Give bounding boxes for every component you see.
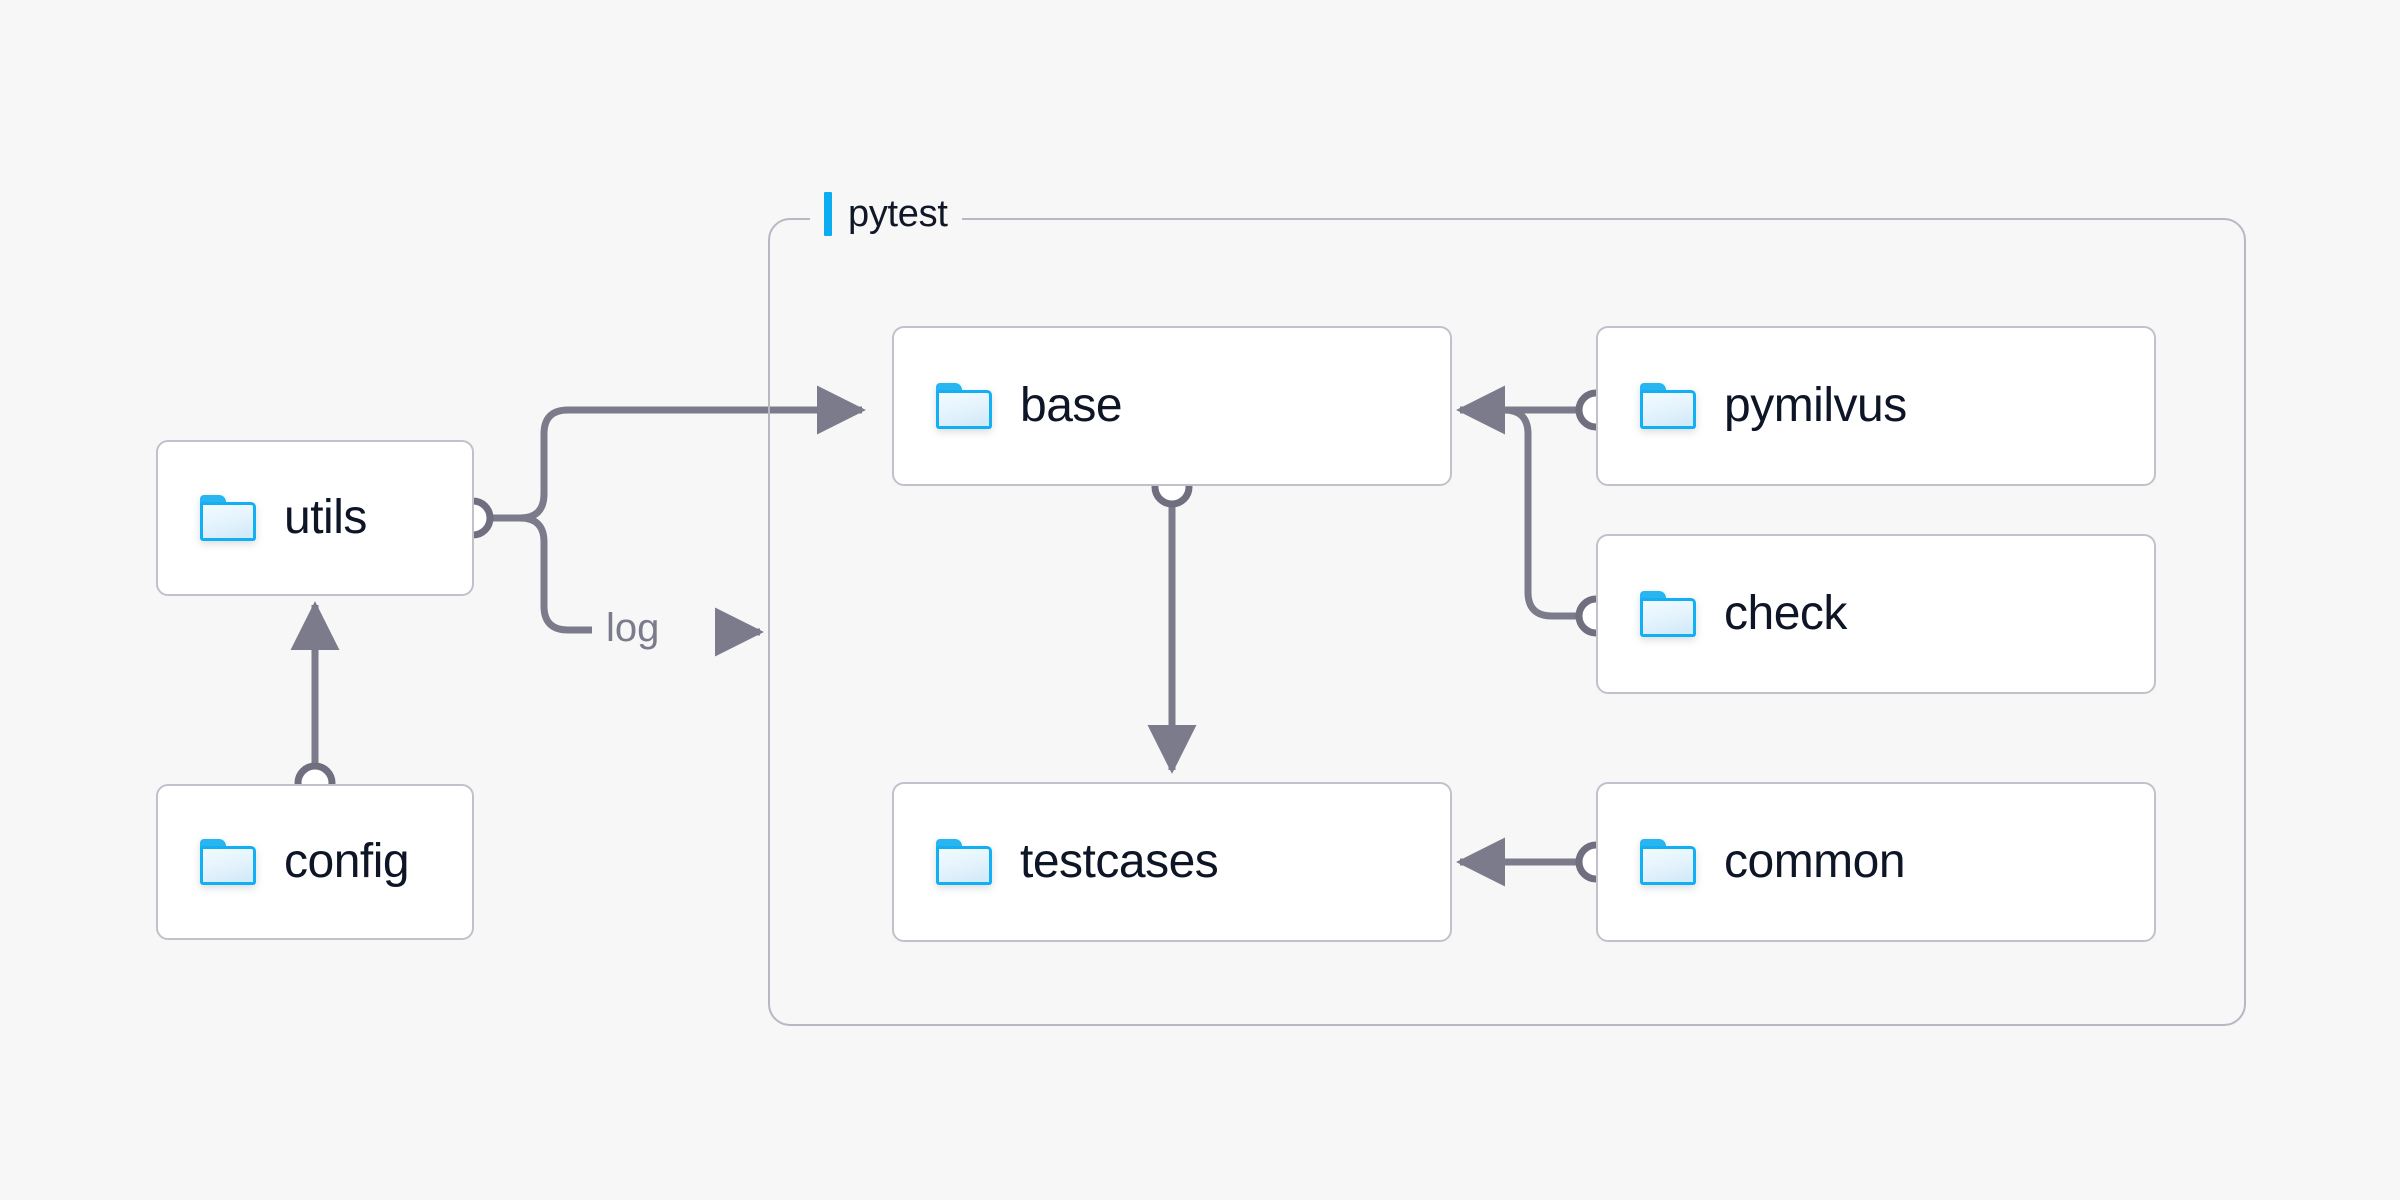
node-pymilvus[interactable]: pymilvus [1596, 326, 2156, 486]
folder-icon [200, 839, 256, 885]
node-common[interactable]: common [1596, 782, 2156, 942]
group-pytest-label: pytest [810, 188, 962, 240]
group-pytest [768, 218, 2246, 1026]
node-testcases-label: testcases [1020, 835, 1219, 888]
node-utils-label: utils [284, 491, 367, 544]
folder-icon [200, 495, 256, 541]
node-check[interactable]: check [1596, 534, 2156, 694]
node-base-label: base [1020, 379, 1123, 432]
edge-label-log: log [606, 606, 660, 650]
node-common-label: common [1724, 835, 1906, 888]
node-check-label: check [1724, 587, 1847, 640]
node-base[interactable]: base [892, 326, 1452, 486]
folder-icon [1640, 591, 1696, 637]
edge-config-to-utils [290, 601, 340, 804]
folder-icon [1640, 839, 1696, 885]
folder-icon [936, 383, 992, 429]
group-accent-bar [824, 192, 832, 236]
node-testcases[interactable]: testcases [892, 782, 1452, 942]
folder-icon [936, 839, 992, 885]
node-utils[interactable]: utils [156, 440, 474, 596]
node-pymilvus-label: pymilvus [1724, 379, 1907, 432]
group-title: pytest [848, 192, 948, 235]
node-config[interactable]: config [156, 784, 474, 940]
folder-icon [1640, 383, 1696, 429]
node-config-label: config [284, 835, 410, 888]
